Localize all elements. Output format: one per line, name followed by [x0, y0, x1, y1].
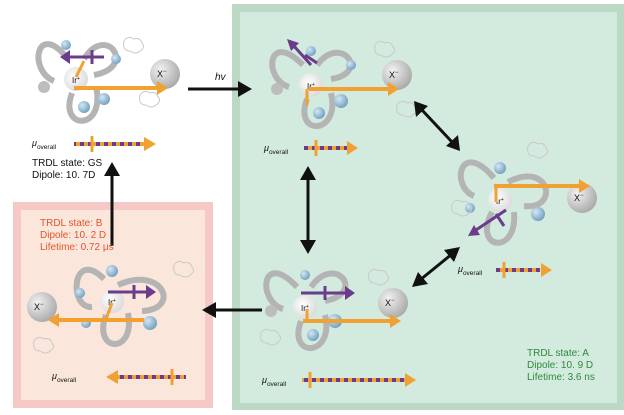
hv-label: hv: [215, 72, 226, 83]
mu-symbol: μ: [32, 138, 37, 148]
overall-dipole-a-right: [496, 262, 552, 278]
complex-b: Ir+ X−: [27, 260, 195, 354]
complex-a-top: Ir+ X−: [269, 39, 418, 129]
svg-text:X−: X−: [389, 70, 399, 80]
mu-symbol: μ: [458, 264, 463, 274]
complex-a-bottom: Ir+ X−: [260, 268, 408, 351]
complex-a-right: Ir+ X−: [451, 141, 597, 246]
svg-text:X−: X−: [34, 302, 44, 312]
arrow-to-b: [202, 302, 262, 318]
svg-text:Ir+: Ir+: [301, 304, 309, 313]
arrow-a-top-right: [414, 101, 460, 151]
a-lifetime-label: Lifetime: 3.6 ns: [527, 372, 595, 383]
b-lifetime-label: Lifetime: 0.72 μs: [40, 242, 114, 253]
b-state-label: TRDL state: B: [40, 218, 103, 229]
a-state-label: TRDL state: A: [527, 348, 589, 359]
arrow-excitation: [188, 81, 252, 97]
mu-symbol: μ: [52, 371, 57, 381]
overall-dipole-b: [106, 369, 186, 385]
svg-text:Ir+: Ir+: [108, 298, 116, 307]
gs-dipole-label: Dipole: 10. 7D: [32, 170, 96, 181]
svg-text:X−: X−: [385, 298, 395, 308]
overall-dipole-gs: [74, 136, 156, 152]
arrow-a-right-bottom: [412, 247, 460, 287]
arrow-b-to-gs: [104, 162, 120, 246]
mu-overall-label-a-top: μoverall: [264, 143, 288, 156]
mu-symbol: μ: [262, 375, 267, 385]
gs-state-label: TRDL state: GS: [32, 158, 103, 169]
a-dipole-label: Dipole: 10. 9 D: [527, 360, 594, 371]
mu-overall-label-b: μoverall: [52, 371, 76, 384]
mu-subscript: overall: [462, 269, 483, 277]
mu-subscript: overall: [268, 148, 289, 156]
mu-overall-label-gs: μoverall: [32, 138, 56, 151]
svg-text:X−: X−: [157, 69, 167, 79]
mu-subscript: overall: [56, 376, 77, 384]
mu-symbol: μ: [264, 143, 269, 153]
mu-overall-label-a-bottom: μoverall: [262, 375, 286, 388]
complex-gs: Ir+ X−: [35, 36, 180, 124]
mu-subscript: overall: [36, 143, 57, 151]
mu-overall-label-a-right: μoverall: [458, 264, 482, 277]
b-dipole-label: Dipole: 10. 2 D: [40, 230, 107, 241]
overall-dipole-a-bottom: [302, 372, 416, 388]
mu-subscript: overall: [266, 380, 287, 388]
svg-text:X−: X−: [574, 193, 584, 203]
overall-dipole-a-top: [304, 140, 358, 156]
arrow-a-top-bottom: [300, 166, 316, 254]
svg-text:Ir+: Ir+: [307, 82, 315, 91]
svg-text:Ir+: Ir+: [496, 197, 504, 206]
svg-text:Ir+: Ir+: [72, 76, 80, 85]
